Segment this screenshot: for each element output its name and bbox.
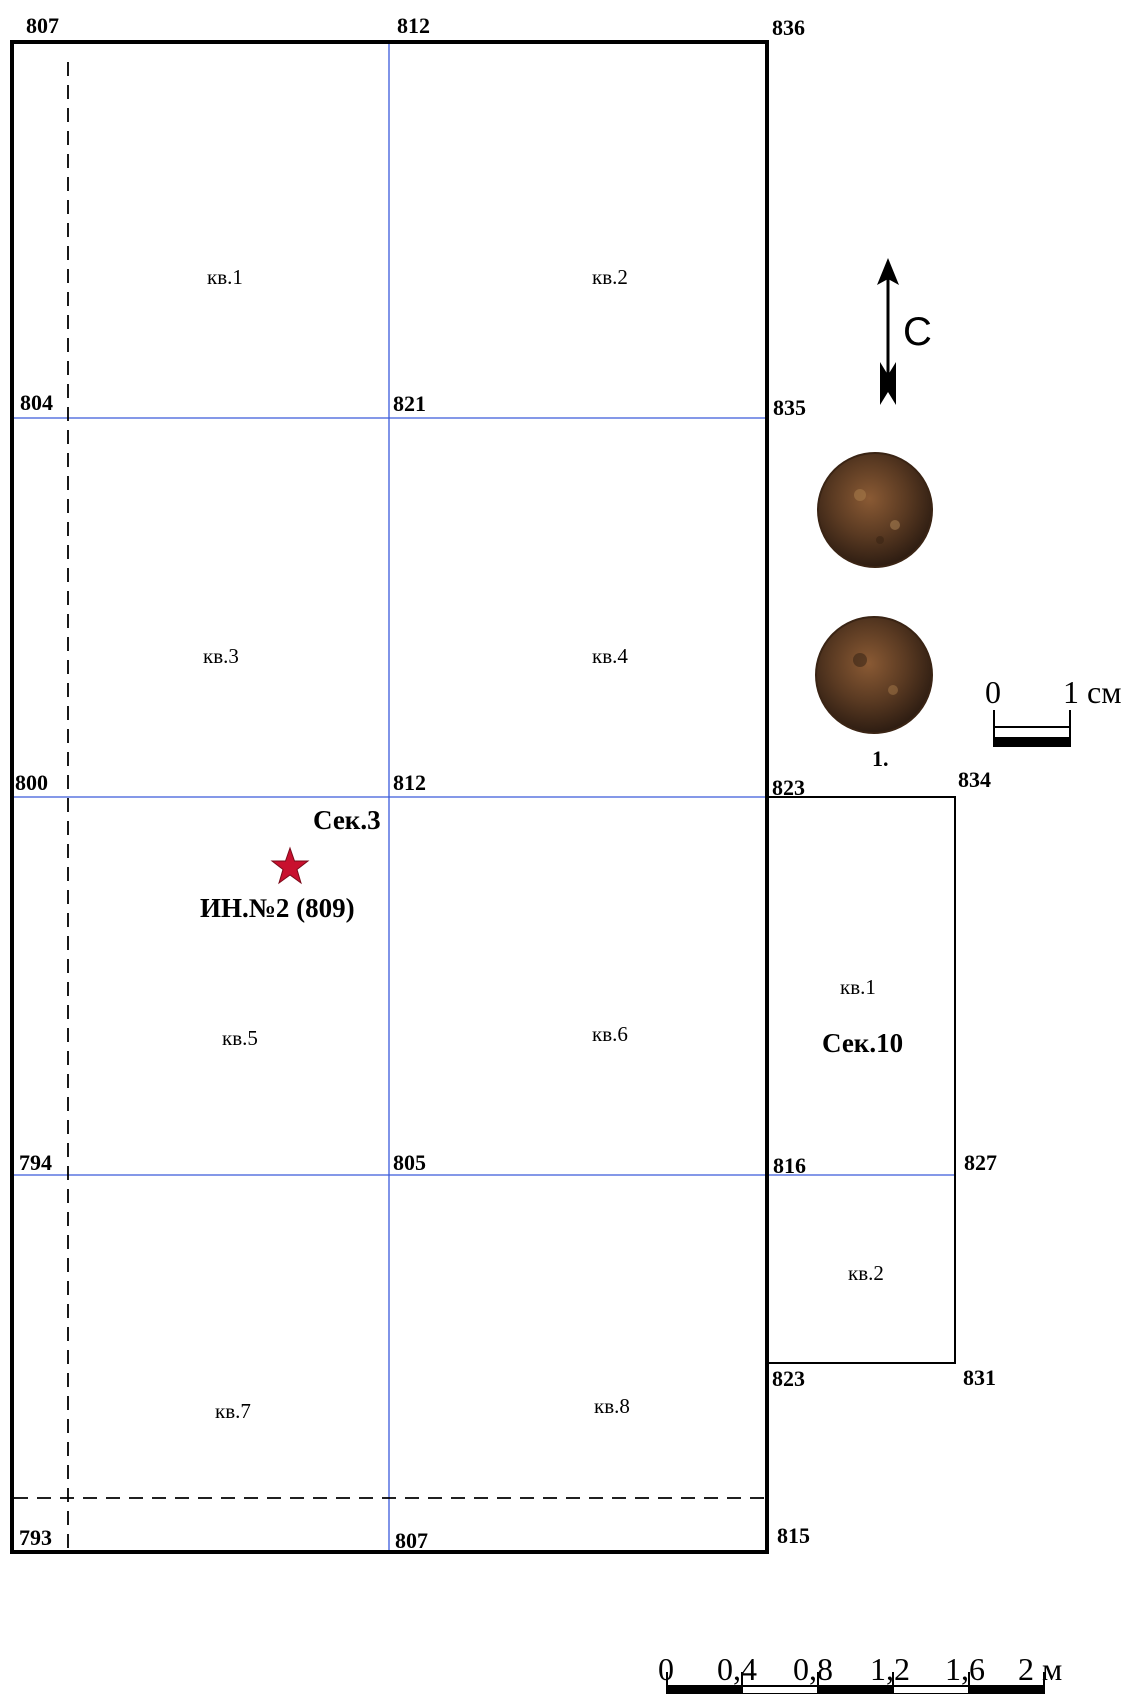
elevation-label: 812 [393, 770, 426, 795]
section-3-label: Сек.3 [313, 805, 381, 835]
artifact-scale-zero: 0 [985, 674, 1001, 710]
elevation-label: 823 [772, 775, 805, 800]
elevation-label: 793 [19, 1525, 52, 1550]
elevation-label: 807 [26, 13, 59, 38]
coin-texture [888, 685, 898, 695]
artifact-scale-fill [994, 737, 1070, 746]
elevation-label: 816 [773, 1153, 806, 1178]
square-label: кв.7 [215, 1399, 251, 1423]
dashed-boundary-lines [14, 62, 767, 1552]
map-scale-segment [667, 1686, 742, 1694]
square-label: кв.1 [207, 265, 243, 289]
coin-obverse-image [817, 452, 933, 568]
find-marker [270, 846, 310, 885]
elevation-labels: 807 812 836 804 821 835 800 812 823 794 … [15, 13, 997, 1553]
elevation-label: 827 [964, 1150, 997, 1175]
north-label: С [903, 310, 932, 354]
elevation-label: 794 [19, 1150, 52, 1175]
arrow-head-icon [877, 258, 899, 285]
square-label: кв.2 [848, 1261, 884, 1285]
map-scale-label: 1,6 [945, 1651, 985, 1687]
elevation-label: 807 [395, 1528, 428, 1553]
artifact-number: 1. [872, 746, 889, 771]
square-label: кв.3 [203, 644, 239, 668]
artifact-scale-bar: 0 1 см [985, 674, 1121, 747]
find-label: ИН.№2 (809) [200, 893, 355, 923]
elevation-label: 823 [772, 1366, 805, 1391]
map-scale-bar-graphic [666, 1672, 1045, 1694]
elevation-label: 835 [773, 395, 806, 420]
map-scale-label: 0,8 [793, 1651, 833, 1687]
north-arrow: С [877, 258, 932, 405]
coin-texture [876, 536, 884, 544]
coin-reverse-image [815, 616, 933, 734]
coin-texture [854, 489, 866, 501]
map-scale-segment [969, 1686, 1044, 1694]
coin-texture [853, 653, 867, 667]
square-label: кв.2 [592, 265, 628, 289]
elevation-label: 831 [963, 1365, 996, 1390]
map-scale-label: 0,4 [717, 1651, 757, 1687]
elevation-label: 815 [777, 1523, 810, 1548]
elevation-label: 812 [397, 13, 430, 38]
section-10-label: Сек.10 [822, 1028, 903, 1058]
coin-artifact: 1. [815, 452, 933, 771]
square-label: кв.8 [594, 1394, 630, 1418]
square-label: кв.1 [840, 975, 876, 999]
elevation-label: 836 [772, 15, 805, 40]
elevation-label: 821 [393, 391, 426, 416]
elevation-label: 800 [15, 770, 48, 795]
map-scale-segment [818, 1686, 893, 1694]
section-10-border [766, 796, 956, 1364]
square-label: кв.6 [592, 1022, 628, 1046]
coin-texture [890, 520, 900, 530]
map-scale-label: 2 м [1018, 1651, 1062, 1687]
arrow-tail-icon [880, 362, 896, 405]
map-scale-label: 1,2 [870, 1651, 910, 1687]
elevation-label: 805 [393, 1150, 426, 1175]
elevation-label: 834 [958, 767, 991, 792]
elevation-label: 804 [20, 390, 53, 415]
square-labels: кв.1 кв.2 кв.3 кв.4 кв.5 кв.6 кв.7 кв.8 … [203, 265, 884, 1423]
square-label: кв.4 [592, 644, 628, 668]
map-scale-label: 0 [658, 1651, 674, 1687]
square-grid-lines [12, 42, 955, 1552]
square-label: кв.5 [222, 1026, 258, 1050]
star-icon [270, 846, 310, 885]
map-scale-labels: 0 0,4 0,8 1,2 1,6 2 м [658, 1651, 1062, 1687]
artifact-scale-one: 1 см [1063, 674, 1121, 710]
